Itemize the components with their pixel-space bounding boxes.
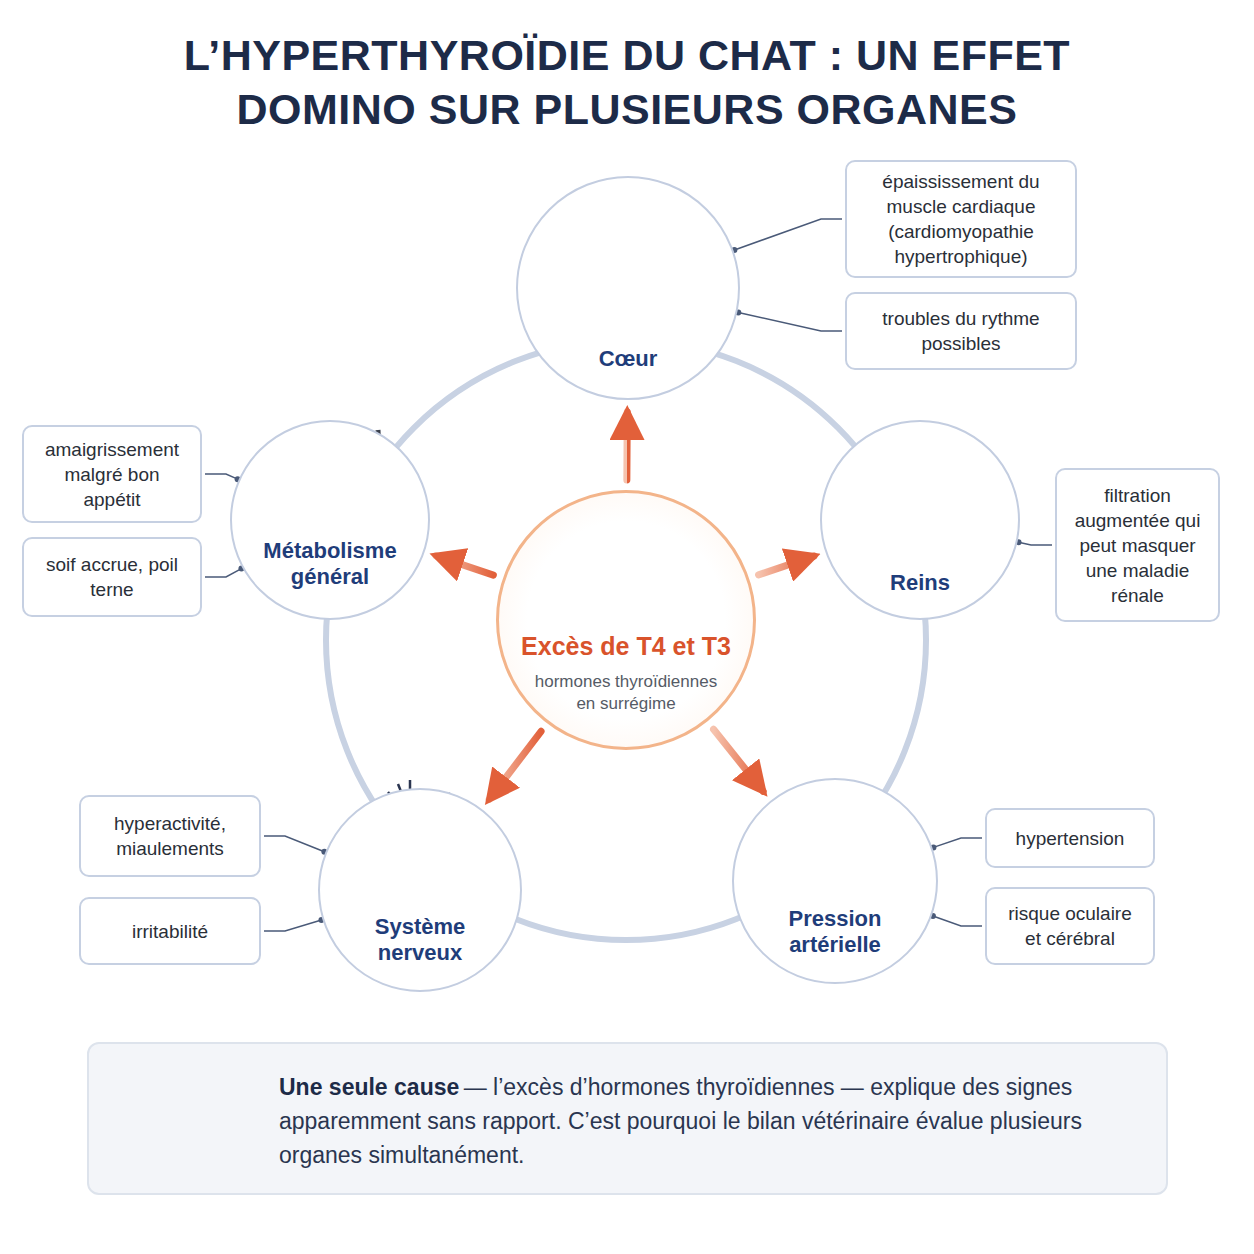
organ-circle: Métabolisme général [230,420,430,620]
leader-line [264,836,324,852]
node-text: hyperactivité, miaulements [93,811,247,861]
callout-box: irritabilité [79,897,261,965]
callout-box: hyperactivité, miaulements [79,795,261,877]
organ-label: Cœur [599,346,658,372]
organ-circle: Reins [820,420,1020,620]
leader-line [205,569,241,577]
callout-box: risque oculaire et cérébral [985,887,1155,965]
node-text: irritabilité [132,919,208,944]
node-text: troubles du rythme possibles [859,306,1063,356]
organ-circle: Cœur [516,176,740,400]
node-text: Excès de T4 et T3 [521,631,731,661]
leader-line [933,916,982,926]
hormone-circle: Excès de T4 et T3 hormones thyroïdiennes … [496,490,756,750]
note-text: Une seule cause [279,1074,459,1100]
callout-box: hypertension [985,808,1155,868]
hormone-arrow [436,556,493,575]
diagram-title: L’HYPERTHYROÏDIE DU CHAT : UN EFFET DOMI… [100,28,1154,136]
organ-label: Système nerveux [335,914,505,966]
leader-line [933,838,982,847]
leader-line [738,313,842,331]
leader-line [734,219,842,250]
callout-box: soif accrue, poil terne [22,537,202,617]
node-text: hypertension [1016,826,1125,851]
callout-box: amaigrissement malgré bon appétit [22,425,202,523]
leader-line [264,920,321,931]
callout-box: filtration augmentée qui peut masquer un… [1055,468,1220,622]
node-text: épaississement du muscle cardiaque (card… [859,169,1063,269]
hormone-arrow [759,556,814,575]
summary-note: Une seule cause — l’excès d’hormones thy… [87,1042,1168,1195]
callout-box: épaississement du muscle cardiaque (card… [845,160,1077,278]
node-text: hormones thyroïdiennes en surrégime [526,671,726,715]
organ-circle: Pression artérielle [732,778,938,984]
organ-circle: Système nerveux [318,788,522,992]
hormone-arrow [714,729,764,791]
organ-label: Pression artérielle [750,906,920,958]
organ-label: Métabolisme général [245,538,415,590]
node-text: soif accrue, poil terne [36,552,188,602]
hormone-arrow [623,412,630,480]
callout-box: troubles du rythme possibles [845,292,1077,370]
organ-label: Reins [890,570,950,596]
node-text: amaigrissement malgré bon appétit [36,437,188,512]
leader-line [205,474,238,479]
node-text: risque oculaire et cérébral [999,901,1141,951]
hormone-arrow [489,731,541,799]
node-text: filtration augmentée qui peut masquer un… [1069,483,1206,608]
leader-line [1019,542,1052,545]
